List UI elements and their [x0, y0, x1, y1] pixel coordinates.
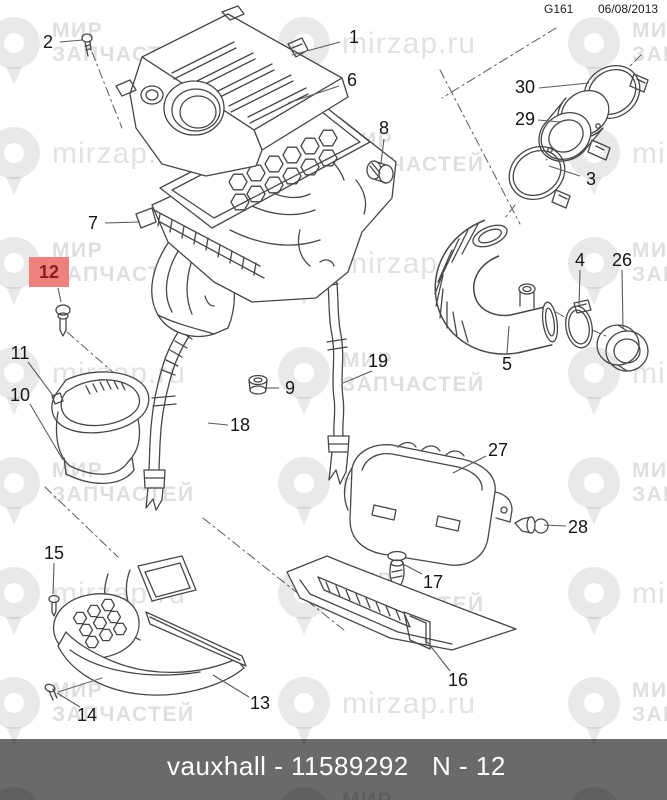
callout-30[interactable]: 30 — [514, 77, 536, 97]
leader-line-26 — [621, 269, 624, 330]
callout-4[interactable]: 4 — [574, 250, 586, 270]
callout-17[interactable]: 17 — [422, 572, 444, 592]
leader-line-7 — [104, 221, 141, 224]
part-hose-clamp-3 — [508, 145, 571, 209]
part-bushing — [366, 160, 394, 184]
callout-15[interactable]: 15 — [43, 543, 65, 563]
callout-6[interactable]: 6 — [346, 70, 358, 90]
leader-line-29 — [537, 119, 561, 123]
leader-line-16 — [424, 638, 451, 672]
leader-line-12 — [57, 287, 62, 303]
leader-line-30 — [538, 82, 590, 89]
leader-line-28 — [543, 524, 567, 527]
part-clip-28 — [514, 516, 549, 534]
part-hose-clamp-4 — [565, 299, 593, 349]
part-adapter-ring — [596, 324, 649, 372]
part-engine-cover — [343, 441, 513, 566]
callout-13[interactable]: 13 — [249, 693, 271, 713]
leader-line-5 — [506, 325, 510, 354]
callout-12[interactable]: 12 — [28, 257, 70, 287]
callout-29[interactable]: 29 — [514, 109, 536, 129]
leader-line-17 — [402, 563, 423, 575]
callout-10[interactable]: 10 — [9, 385, 31, 405]
callout-8[interactable]: 8 — [378, 118, 390, 138]
callout-14[interactable]: 14 — [76, 705, 98, 725]
part-push-pin-12 — [55, 304, 71, 337]
part-maf-sensor — [538, 89, 611, 162]
callout-1[interactable]: 1 — [348, 27, 360, 47]
diagram-date: 06/08/2013 — [598, 2, 659, 16]
leader-line-14 — [56, 692, 81, 708]
callout-11[interactable]: 11 — [10, 343, 30, 363]
leader-line-3 — [548, 165, 581, 177]
callout-9[interactable]: 9 — [284, 378, 296, 398]
part-snorkel-assembly — [44, 555, 247, 701]
callout-26[interactable]: 26 — [611, 250, 633, 270]
footer-page-code: N - 12 — [432, 751, 506, 781]
leader-line-19 — [342, 370, 373, 384]
callout-27[interactable]: 27 — [487, 440, 509, 460]
footer-bar — [0, 739, 667, 800]
leader-line-11 — [27, 361, 55, 398]
leader-lines — [27, 39, 624, 708]
callout-28[interactable]: 28 — [567, 517, 589, 537]
part-duct-seal — [51, 392, 64, 405]
leader-line-2 — [59, 39, 84, 43]
leader-line-1 — [291, 41, 341, 56]
callout-16[interactable]: 16 — [447, 670, 469, 690]
callout-18[interactable]: 18 — [229, 415, 251, 435]
part-intake-duct — [51, 371, 150, 485]
callout-5[interactable]: 5 — [501, 354, 513, 374]
callout-7[interactable]: 7 — [87, 213, 99, 233]
footer-part-number: vauxhall - 11589292 — [167, 751, 409, 781]
callout-3[interactable]: 3 — [585, 169, 597, 189]
callout-2[interactable]: 2 — [42, 32, 54, 52]
leader-line-4 — [578, 269, 581, 308]
part-vent-hose-19 — [323, 265, 350, 485]
callout-19[interactable]: 19 — [367, 351, 389, 371]
leader-line-10 — [29, 403, 64, 461]
leader-line-15 — [52, 562, 55, 595]
part-air-cleaner-cover — [81, 5, 349, 177]
part-lower-housing — [135, 117, 397, 307]
leader-line-8 — [380, 138, 385, 164]
part-intake-elbow-hose — [434, 219, 559, 355]
leader-line-6 — [287, 85, 340, 104]
leader-line-27 — [452, 455, 487, 474]
part-lower-tray — [286, 555, 517, 651]
leader-line-18 — [207, 422, 229, 426]
diagram-code: G161 — [544, 2, 574, 16]
part-grommet — [248, 374, 268, 395]
leader-line-13 — [212, 674, 250, 698]
